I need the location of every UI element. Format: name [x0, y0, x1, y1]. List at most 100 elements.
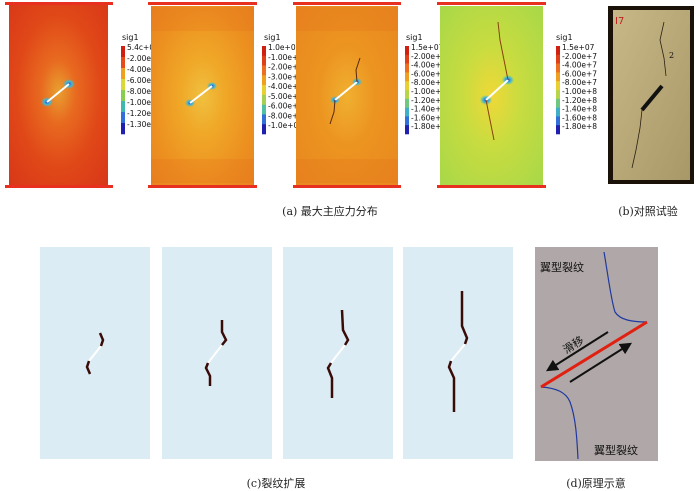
legend-color-swatch [405, 98, 409, 108]
photo-wing-crack [659, 21, 667, 77]
legend-tick-label: -1.00e+8 [562, 87, 597, 96]
crack-step-2 [162, 247, 272, 459]
legend-color-swatch [556, 81, 560, 91]
legend-color-swatch [121, 79, 125, 91]
loading-plate-top [5, 2, 113, 5]
legend-color-swatch [556, 107, 560, 117]
legend-tick-label: -2.00e+7 [411, 52, 446, 61]
loading-plate-bottom [5, 185, 113, 188]
stress-plot-1 [5, 2, 113, 188]
wing-crack-label-top: 翼型裂纹 [540, 260, 584, 274]
legend-tick-label: -8.00e+7 [268, 111, 303, 120]
legend-tick-label: -1.60e+8 [562, 113, 597, 122]
legend-title: sig1 [556, 33, 573, 42]
legend-color-swatch [556, 63, 560, 73]
legend-color-swatch [262, 114, 266, 125]
legend-color-swatch [556, 46, 560, 56]
wing-crack-top [98, 332, 105, 347]
legend-tick-label: -4.00e+7 [268, 82, 303, 91]
legend-tick-label: -1.00e+7 [268, 53, 303, 62]
legend-color-swatch [405, 46, 409, 56]
caption-b: (b)对照试验 [618, 204, 678, 218]
specimen-label: I7 [615, 16, 624, 27]
legend-tick-label: -1.0e+08 [268, 121, 303, 130]
legend-color-swatch [556, 116, 560, 126]
legend-tick-label: -1.00e+7 [127, 98, 162, 107]
crack-step-3 [283, 247, 393, 459]
legend-title: sig1 [264, 33, 281, 42]
caption-c: (c)裂纹扩展 [247, 476, 306, 490]
legend-tick-label: -6.00e+7 [411, 69, 446, 78]
legend-color-swatch [405, 72, 409, 82]
legend-color-swatch [405, 63, 409, 73]
legend-tick-label: -6.00e+7 [268, 102, 303, 111]
wing-crack-bottom [85, 360, 92, 375]
crack-step-1 [40, 247, 150, 459]
legend-title: sig1 [122, 33, 139, 42]
legend-color-swatch [556, 98, 560, 108]
wing-curve-bottom [540, 386, 579, 460]
legend-tick-label: -1.00e+8 [411, 87, 446, 96]
legend-color-swatch [405, 90, 409, 100]
slip-arrow-lower [569, 342, 633, 383]
crack-number: 2 [669, 51, 674, 60]
legend-tick-label: -4.00e+6 [127, 65, 162, 74]
legend-tick-label: -4.00e+7 [411, 61, 446, 70]
legend-color-swatch [405, 125, 409, 135]
control-experiment-photo: I7 2 [608, 6, 694, 184]
legend-tick-label: -1.80e+8 [411, 122, 446, 131]
legend-color-swatch [262, 65, 266, 76]
legend-3: sig1 1.5e+07-2.00e+7-4.00e+7-6.00e+7-8.0… [405, 33, 446, 135]
legend-tick-label: -8.00e+6 [127, 87, 162, 96]
legend-color-swatch [121, 101, 125, 113]
legend-tick-label: -5.00e+7 [268, 92, 303, 101]
legend-tick-label: -4.00e+7 [562, 61, 597, 70]
legend-2: sig1 1.0e+07-1.00e+7-2.00e+7-3.00e+7-4.0… [262, 33, 303, 135]
legend-tick-label: -3.00e+7 [268, 72, 303, 81]
legend-tick-label: -1.60e+8 [411, 113, 446, 122]
legend-tick-label: -1.30e+7 [127, 120, 162, 129]
legend-tick-label: -1.20e+8 [562, 96, 597, 105]
legend-color-swatch [405, 54, 409, 64]
legend-4: sig1 1.5e+07-2.00e+7-4.00e+7-6.00e+7-8.0… [556, 33, 597, 135]
legend-tick-label: -1.40e+8 [411, 105, 446, 114]
caption-d: (d)原理示意 [566, 476, 626, 490]
legend-color-swatch [405, 116, 409, 126]
slip-arrow-upper [545, 331, 609, 372]
legend-tick-label: -2.00e+7 [562, 52, 597, 61]
legend-tick-label: -2.00e+7 [268, 63, 303, 72]
legend-color-swatch [262, 55, 266, 66]
legend-color-swatch [121, 46, 125, 58]
legend-color-swatch [556, 54, 560, 64]
wing-curve-top [603, 251, 648, 323]
legend-tick-label: -8.00e+7 [562, 78, 597, 87]
pre-crack [46, 83, 70, 103]
legend-tick-label: 1.0e+07 [268, 43, 301, 52]
legend-color-swatch [121, 112, 125, 124]
legend-color-swatch [556, 72, 560, 82]
legend-color-swatch [262, 124, 266, 135]
legend-color-swatch [405, 107, 409, 117]
legend-tick-label: -1.20e+8 [411, 96, 446, 105]
stress-plot-4 [437, 2, 546, 188]
legend-color-swatch [121, 90, 125, 102]
caption-a: (a) 最大主应力分布 [282, 204, 378, 218]
legend-tick-label: -1.40e+8 [562, 105, 597, 114]
photo-pre-crack [640, 84, 664, 112]
legend-color-swatch [556, 90, 560, 100]
legend-tick-label: 1.5e+07 [411, 43, 444, 52]
legend-tick-label: -8.00e+7 [411, 78, 446, 87]
principle-schematic: 翼型裂纹 翼型裂纹 滑移 [535, 247, 658, 461]
pre-crack [88, 345, 102, 362]
legend-tick-label: -6.00e+6 [127, 76, 162, 85]
legend-color-swatch [556, 125, 560, 135]
legend-tick-label: -1.80e+8 [562, 122, 597, 131]
legend-title: sig1 [406, 33, 423, 42]
legend-color-swatch [121, 57, 125, 69]
legend-color-swatch [262, 94, 266, 105]
legend-color-swatch [262, 75, 266, 86]
legend-tick-label: 5.4c+05 [127, 43, 159, 52]
wing-crack-label-bottom: 翼型裂纹 [594, 443, 638, 457]
stress-plot-2 [148, 2, 257, 188]
